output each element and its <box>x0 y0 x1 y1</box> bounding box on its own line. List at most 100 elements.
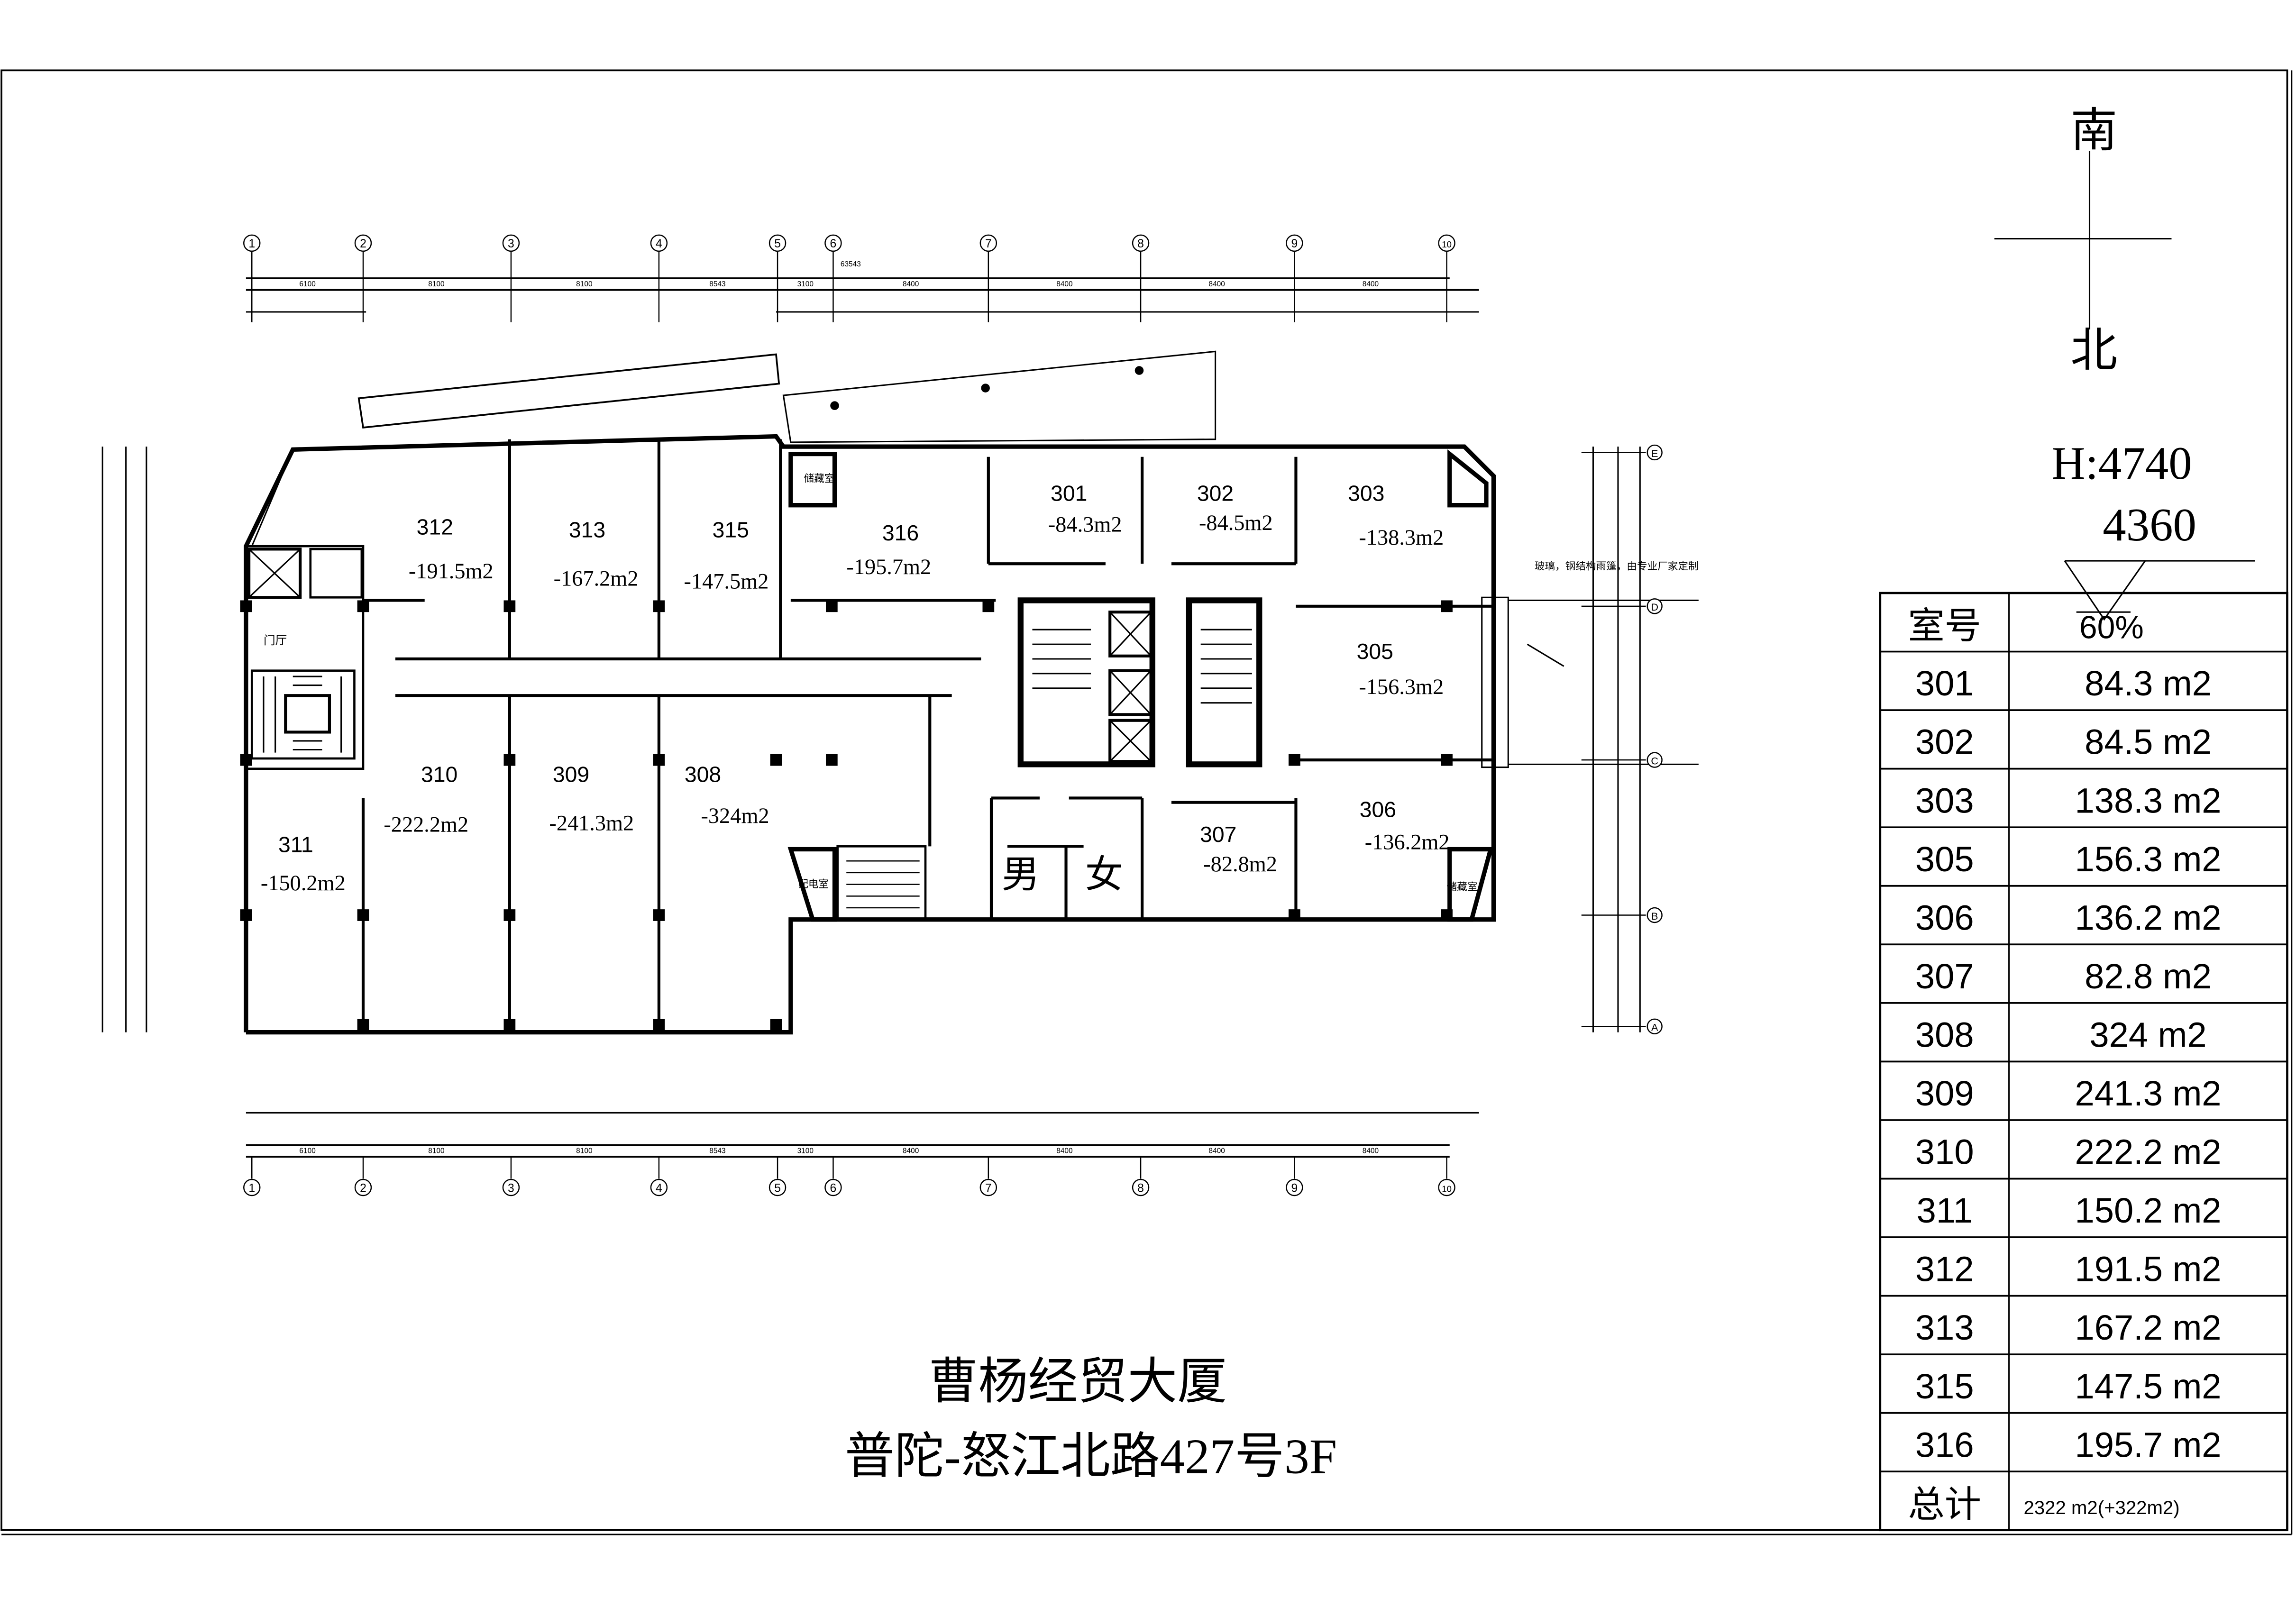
axis-bubble <box>1132 234 1150 252</box>
axis-bubble <box>1286 234 1303 252</box>
structural-columns <box>240 600 1453 1031</box>
column <box>503 754 516 766</box>
room-area: -150.2m2 <box>261 871 346 895</box>
table-cell-area: 150.2 m2 <box>2075 1191 2222 1230</box>
axis-bubble <box>1438 1178 1455 1196</box>
room-number: 313 <box>569 518 605 542</box>
height-note: H:4740 4360 <box>2051 438 2255 621</box>
axis-label: 10 <box>1442 239 1452 249</box>
room-number: 302 <box>1197 481 1234 505</box>
room-number: 311 <box>278 832 313 857</box>
room-area: -167.2m2 <box>554 567 639 591</box>
room-area: -138.3m2 <box>1359 526 1444 550</box>
table-cell-room: 311 <box>1917 1191 1973 1230</box>
axis-label: C <box>1651 755 1658 767</box>
overall-dimension: 63543 <box>841 260 861 268</box>
table-cell-room: 309 <box>1915 1074 1974 1113</box>
table-cell-area: 195.7 m2 <box>2075 1425 2222 1464</box>
axis-label: 1 <box>248 1182 255 1195</box>
axis-label: 5 <box>774 1182 781 1195</box>
axis-label: 8 <box>1137 1182 1144 1195</box>
axis-label: 8 <box>1137 237 1144 250</box>
room-number: 312 <box>417 514 453 539</box>
room-area: -82.8m2 <box>1203 852 1277 877</box>
axis-bubble <box>979 1178 997 1196</box>
axis-label: 6 <box>830 237 837 250</box>
dimension-label: 6100 <box>299 280 315 288</box>
axis-label: 2 <box>360 237 366 250</box>
dimension-label: 8543 <box>709 280 725 288</box>
column <box>357 1019 369 1031</box>
room-number: 307 <box>1200 822 1236 847</box>
axis-label: 3 <box>508 237 514 250</box>
table-cell-room: 306 <box>1915 898 1974 937</box>
axis-label: 1 <box>248 237 255 250</box>
dimension-label: 3100 <box>797 280 814 288</box>
column <box>503 909 516 921</box>
axis-bubble <box>1647 444 1663 461</box>
column <box>1289 909 1300 921</box>
dimension-label: 8100 <box>576 280 592 288</box>
table-cell-room: 313 <box>1915 1308 1974 1347</box>
room-number: 303 <box>1348 481 1384 505</box>
dimension-label: 8543 <box>709 1147 725 1155</box>
column <box>770 754 782 766</box>
column <box>825 600 838 612</box>
room-area: -156.3m2 <box>1359 675 1444 699</box>
column <box>503 1019 516 1031</box>
axis-bubble <box>354 234 372 252</box>
column <box>1441 600 1453 612</box>
axis-label: 4 <box>656 237 662 250</box>
dimension-label: 8100 <box>428 280 444 288</box>
table-cell-area: 191.5 m2 <box>2075 1250 2222 1289</box>
dimension-label: 8100 <box>428 1147 444 1155</box>
room-number: 306 <box>1360 797 1396 822</box>
storage-nw-label: 储藏室 <box>804 472 835 484</box>
table-cell-room: 301 <box>1915 664 1974 703</box>
dimension-label: 8400 <box>1208 280 1225 288</box>
axis-bubble <box>1647 752 1663 768</box>
height-line1: H:4740 <box>2051 438 2192 489</box>
womens-restroom-label: 女 <box>1085 853 1123 896</box>
table-cell-room: 315 <box>1915 1367 1974 1406</box>
table-total-value: 2322 m2(+322m2) <box>2024 1497 2180 1518</box>
dimension-label: 6100 <box>299 1147 315 1155</box>
column <box>357 909 369 921</box>
axis-bubble <box>1647 598 1663 614</box>
table-cell-room: 307 <box>1915 957 1974 996</box>
axis-label: 2 <box>360 1182 366 1195</box>
space-labels: 储藏室 门厅 配电室 储藏室 男 女 <box>264 472 1477 896</box>
table-cell-room: 316 <box>1915 1425 1974 1464</box>
room-area: -195.7m2 <box>846 555 931 579</box>
axis-label: 9 <box>1291 1182 1298 1195</box>
orientation-marker: 南 北 <box>1994 104 2172 376</box>
table-cell-room: 303 <box>1915 781 1974 820</box>
dimension-label: 8100 <box>576 1147 592 1155</box>
table-cell-area: 147.5 m2 <box>2075 1367 2222 1406</box>
axis-label: 3 <box>508 1182 514 1195</box>
compass-bottom-label: 北 <box>2070 324 2117 376</box>
dimension-label: 8400 <box>903 1147 919 1155</box>
column <box>503 600 516 612</box>
axis-label: 10 <box>1442 1184 1452 1194</box>
column <box>653 909 665 921</box>
column <box>982 600 995 612</box>
axis-label: D <box>1651 601 1658 613</box>
column <box>240 754 252 766</box>
column <box>1441 909 1453 921</box>
axis-bubble <box>824 234 842 252</box>
level-marker-icon <box>2064 560 2255 621</box>
room-number: 315 <box>713 518 749 542</box>
axis-bubble <box>650 1178 668 1196</box>
room-area: -191.5m2 <box>409 559 494 584</box>
axis-bubble <box>768 1178 787 1196</box>
room-number: 310 <box>421 762 457 786</box>
height-line2: 4360 <box>2103 499 2196 551</box>
room-number: 305 <box>1357 639 1393 664</box>
dimension-label: 8400 <box>1056 280 1072 288</box>
room-area: -84.3m2 <box>1048 512 1122 537</box>
room-area: -147.5m2 <box>684 570 769 594</box>
table-header-room: 室号 <box>1908 606 1981 647</box>
column <box>653 1019 665 1031</box>
